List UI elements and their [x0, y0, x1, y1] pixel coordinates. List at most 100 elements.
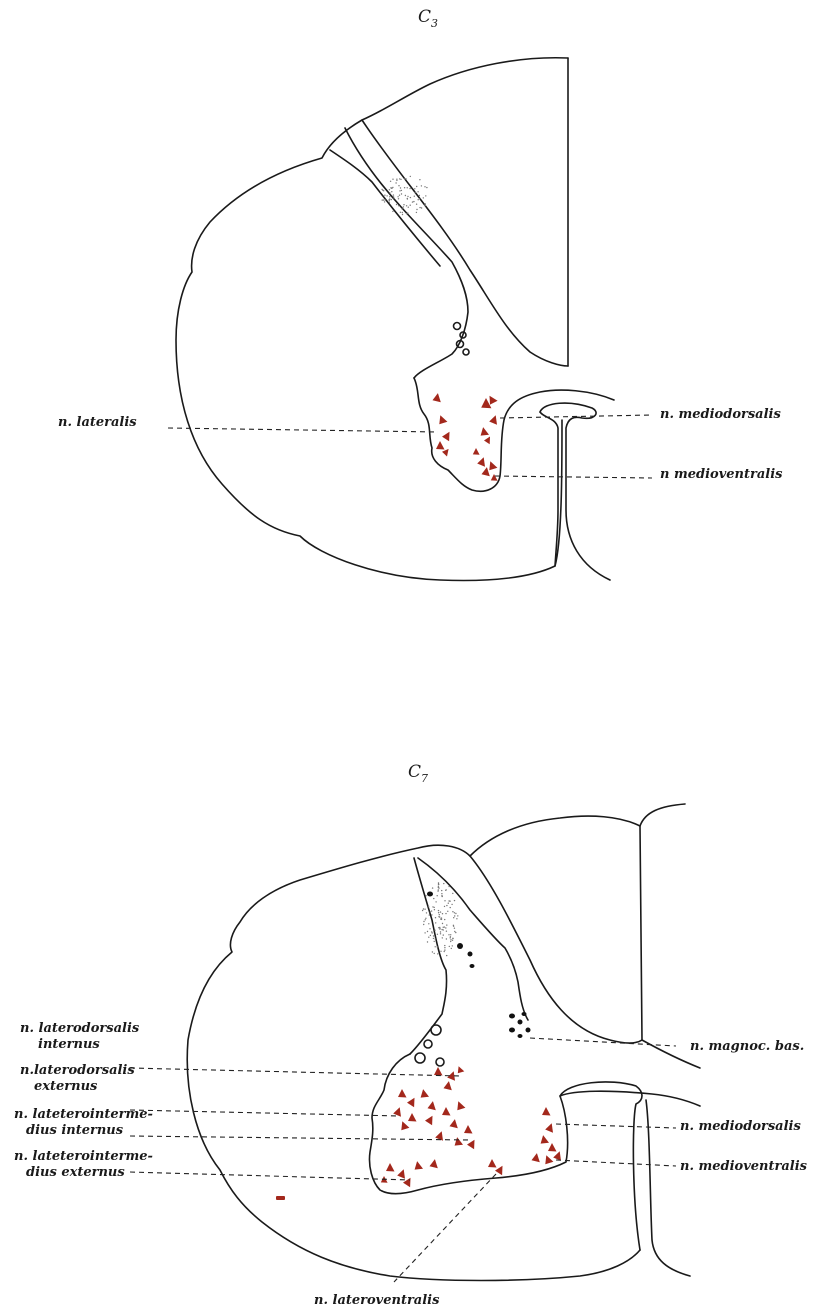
- nucleus-cell: [467, 1140, 475, 1150]
- black-cell: [518, 1034, 523, 1038]
- c3-vessel-circle: [463, 349, 469, 355]
- stipple-dot: [452, 940, 453, 941]
- stipple-dot: [424, 186, 425, 187]
- nucleus-cell: [481, 427, 489, 436]
- stipple-dot: [397, 196, 398, 197]
- nucleus-cell: [403, 1178, 411, 1188]
- nucleus-cell: [458, 1066, 465, 1073]
- stipple-dot: [402, 214, 403, 215]
- label-laterodorsalis-internus: n. laterodorsalis: [20, 1021, 140, 1036]
- nucleus-cell: [545, 1123, 553, 1133]
- stipple-dot: [401, 208, 402, 209]
- stipple-dot: [392, 187, 393, 188]
- label-medioventralis: n medioventralis: [660, 467, 783, 482]
- label-laterodorsalis-externus-2: externus: [34, 1079, 98, 1094]
- stipple-dot: [435, 901, 436, 902]
- stipple-dot: [400, 212, 401, 213]
- nucleus-cell: [442, 432, 450, 442]
- stipple-dot: [390, 181, 391, 182]
- stipple-dot: [429, 928, 430, 929]
- stipple-dot: [424, 932, 425, 933]
- stipple-dot: [451, 904, 452, 905]
- stipple-dot: [414, 196, 415, 197]
- stipple-dot: [400, 187, 401, 188]
- stipple-dot: [446, 931, 447, 932]
- black-cell: [526, 1028, 531, 1033]
- stipple-dot: [430, 911, 431, 912]
- stipple-dot: [384, 195, 385, 196]
- stipple-dot: [432, 932, 433, 933]
- c7-median-septum: [640, 826, 642, 1040]
- nucleus-cell: [407, 1098, 415, 1108]
- nucleus-cell: [397, 1169, 405, 1179]
- stipple-dot: [416, 209, 417, 210]
- stipple-dot: [428, 937, 429, 938]
- nucleus-cell: [398, 1089, 407, 1098]
- stipple-dot: [450, 907, 451, 908]
- stipple-dot: [407, 212, 408, 213]
- c3-central-canal: [540, 403, 610, 580]
- nucleus-cell: [457, 1101, 465, 1110]
- label-lateterointermedius-externus-2: dius externus: [26, 1165, 125, 1180]
- stipple-dot: [427, 941, 428, 942]
- stipple-dot: [414, 192, 415, 193]
- stipple-dot: [386, 195, 387, 196]
- stipple-dot: [437, 895, 438, 896]
- stipple-dot: [445, 913, 446, 914]
- stipple-dot: [443, 883, 444, 884]
- stipple-dot: [405, 195, 406, 196]
- nucleus-cell: [425, 1116, 433, 1126]
- stipple-dot: [419, 198, 420, 199]
- stipple-dot: [446, 938, 447, 939]
- stipple-dot: [444, 906, 445, 907]
- stipple-dot: [384, 201, 385, 202]
- stipple-dot: [385, 200, 386, 201]
- nucleus-cell: [490, 396, 498, 405]
- stipple-dot: [428, 923, 429, 924]
- stipple-dot: [456, 918, 457, 919]
- stipple-dot: [441, 890, 442, 891]
- stipple-dot: [419, 207, 420, 208]
- stipple-dot: [448, 886, 449, 887]
- stipple-dot: [391, 199, 392, 200]
- nucleus-cell: [489, 415, 497, 425]
- nucleus-cell: [477, 457, 485, 467]
- nucleus-cell: [444, 1081, 452, 1090]
- stipple-dot: [395, 182, 396, 183]
- nucleus-cell: [433, 393, 441, 402]
- stipple-dot: [438, 886, 439, 887]
- stipple-dot: [421, 207, 422, 208]
- stipple-dot: [438, 882, 439, 883]
- nucleus-cell: [442, 449, 449, 457]
- stipple-dot: [406, 213, 407, 214]
- label-magnoc-bas: n. magnoc. bas.: [690, 1039, 804, 1054]
- stipple-dot: [434, 941, 435, 942]
- stipple-dot: [389, 200, 390, 201]
- stipple-dot: [444, 949, 445, 950]
- c7-leader-lateterointermedius-externus: [130, 1172, 410, 1180]
- nucleus-cell: [428, 1101, 436, 1110]
- stipple-dot: [425, 919, 426, 920]
- stipple-dot: [383, 199, 384, 200]
- stipple-dot: [392, 179, 393, 180]
- stipple-dot: [454, 915, 455, 916]
- stipple-dot: [418, 199, 419, 200]
- stipple-dot: [445, 890, 446, 891]
- stipple-dot: [454, 928, 455, 929]
- stipple-dot: [396, 180, 397, 181]
- stipple-dot: [440, 933, 441, 934]
- stipple-dot: [404, 187, 405, 188]
- stipple-dot: [416, 186, 417, 187]
- c7-vessel-circle: [436, 1058, 444, 1066]
- nucleus-cell: [545, 1155, 553, 1164]
- segment-letter: C: [408, 762, 421, 782]
- stipple-dot: [446, 924, 447, 925]
- c3-dorsal-horn: [345, 128, 468, 378]
- stipple-dot: [416, 204, 417, 205]
- stipple-dot: [444, 900, 445, 901]
- nucleus-cell: [532, 1153, 540, 1162]
- stipple-dot: [448, 903, 449, 904]
- stipple-dot: [403, 204, 404, 205]
- c7-central-canal: [560, 1082, 642, 1250]
- stipple-dot: [444, 947, 445, 948]
